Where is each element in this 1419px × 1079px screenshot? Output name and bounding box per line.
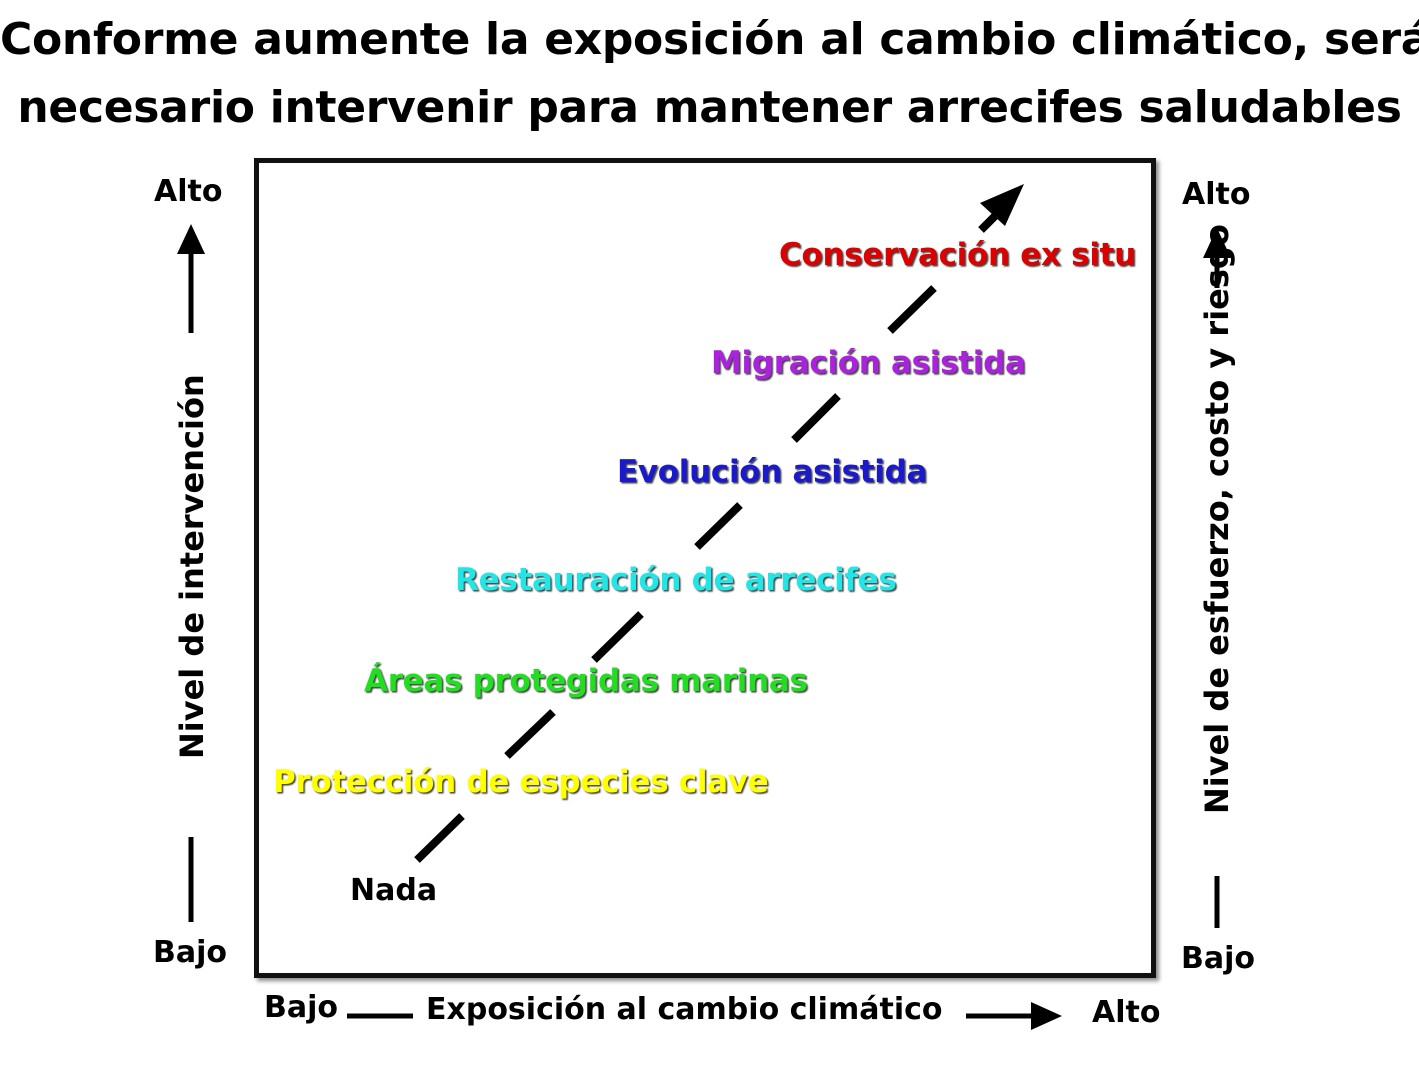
left-axis-high: Alto xyxy=(154,174,223,209)
bottom-axis-low: Bajo xyxy=(264,990,339,1025)
diagram-frame xyxy=(254,158,1156,978)
bottom-axis-high: Alto xyxy=(1092,995,1161,1030)
title-line-1: Conforme aumente la exposición al cambio… xyxy=(0,14,1419,65)
left-axis-low: Bajo xyxy=(153,935,228,970)
step-nada: Nada xyxy=(350,873,438,908)
title-line-2: necesario intervenir para mantener arrec… xyxy=(17,82,1402,133)
step-proteccion-especies-clave: Protección de especies clave xyxy=(273,764,769,800)
right-axis-label: Nivel de esfuerzo, costo y riesgo xyxy=(1198,224,1236,814)
left-axis-label: Nivel de intervención xyxy=(173,374,211,759)
progression-arrowhead xyxy=(980,184,1024,226)
left-axis-arrow xyxy=(177,224,205,922)
step-restauracion-arrecifes: Restauración de arrecifes xyxy=(455,562,897,598)
right-axis-low: Bajo xyxy=(1181,941,1256,976)
right-axis-arrow xyxy=(1203,228,1231,928)
bottom-axis-label: Exposición al cambio climático xyxy=(426,992,943,1027)
step-evolucion-asistida: Evolución asistida xyxy=(617,454,928,490)
progression-dashed-line xyxy=(414,202,1009,863)
step-conservacion-ex-situ: Conservación ex situ xyxy=(779,237,1136,273)
step-areas-protegidas-marinas: Áreas protegidas marinas xyxy=(364,663,808,699)
step-migracion-asistida: Migración asistida xyxy=(711,345,1026,381)
right-axis-high: Alto xyxy=(1182,177,1251,212)
bottom-axis-arrow xyxy=(347,1002,1062,1030)
